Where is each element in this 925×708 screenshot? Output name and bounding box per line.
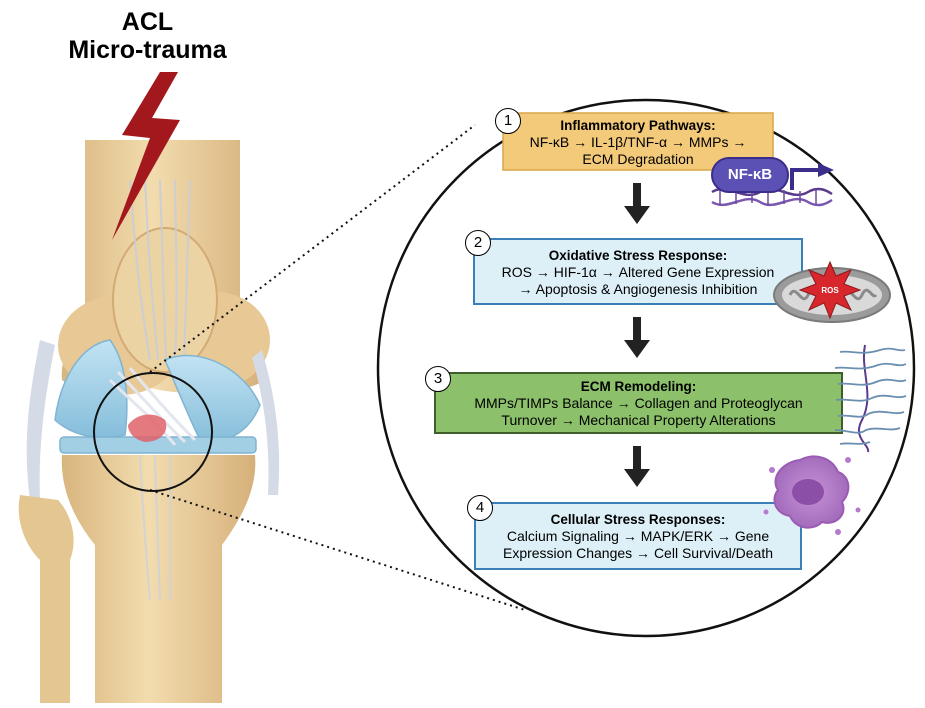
nfkb-pill bbox=[711, 157, 789, 193]
step-2-line-1: ROS → HIF-1α → Altered Gene Expression bbox=[501, 264, 775, 280]
acl-injury bbox=[128, 414, 167, 442]
step-1-text: Inflammatory Pathways: NF-κB → IL-1β/TNF… bbox=[503, 117, 773, 168]
title-line-2: Micro-trauma bbox=[68, 36, 227, 64]
nfkb-gene-icon bbox=[711, 157, 834, 207]
cell-icon bbox=[763, 455, 861, 535]
flow-arrow-1 bbox=[624, 183, 650, 224]
step-4-number: 4 bbox=[467, 495, 493, 521]
knee-illustration bbox=[18, 140, 280, 703]
flow-arrow-2 bbox=[624, 317, 650, 358]
step-2-text: Oxidative Stress Response: ROS → HIF-1α … bbox=[474, 247, 802, 298]
step-1-line-1: NF-κB → IL-1β/TNF-α → MMPs → bbox=[529, 134, 747, 150]
ros-label: ROS bbox=[821, 286, 839, 295]
title-line-1: ACL bbox=[121, 8, 174, 36]
step-3-heading: ECM Remodeling: bbox=[580, 379, 697, 394]
mitochondrion-icon bbox=[773, 260, 891, 323]
zoom-source-circle bbox=[93, 372, 213, 492]
step-3-number: 3 bbox=[425, 366, 451, 392]
step-3-text: ECM Remodeling: MMPs/TIMPs Balance → Col… bbox=[435, 378, 842, 429]
step-1-number: 1 bbox=[495, 108, 521, 134]
ros-burst-icon bbox=[798, 260, 862, 320]
step-box-4 bbox=[474, 502, 802, 570]
zoom-connector-top bbox=[149, 124, 476, 373]
step-4-line-1: Calcium Signaling → MAPK/ERK → Gene bbox=[506, 528, 770, 544]
step-2-number: 2 bbox=[465, 230, 491, 256]
step-2-line-2: → Apoptosis & Angiogenesis Inhibition bbox=[518, 281, 758, 297]
nfkb-label: NF-κB bbox=[727, 166, 773, 183]
patella bbox=[112, 227, 218, 373]
lightning-bolt-icon bbox=[112, 72, 180, 240]
step-box-2 bbox=[473, 238, 803, 305]
fibula bbox=[18, 495, 74, 703]
step-box-3 bbox=[434, 372, 843, 434]
step-4-heading: Cellular Stress Responses: bbox=[550, 512, 726, 527]
step-1-heading: Inflammatory Pathways: bbox=[560, 118, 716, 133]
step-4-line-2: Expression Changes → Cell Survival/Death bbox=[502, 545, 773, 561]
step-3-line-1: MMPs/TIMPs Balance → Collagen and Proteo… bbox=[474, 395, 803, 411]
flow-arrow-3 bbox=[624, 446, 650, 487]
collagen-fiber-icon bbox=[834, 344, 907, 453]
step-4-text: Cellular Stress Responses: Calcium Signa… bbox=[475, 511, 801, 562]
step-3-line-2: Turnover → Mechanical Property Alteratio… bbox=[501, 412, 776, 428]
step-1-line-2: ECM Degradation bbox=[582, 151, 694, 167]
step-2-heading: Oxidative Stress Response: bbox=[548, 248, 728, 263]
